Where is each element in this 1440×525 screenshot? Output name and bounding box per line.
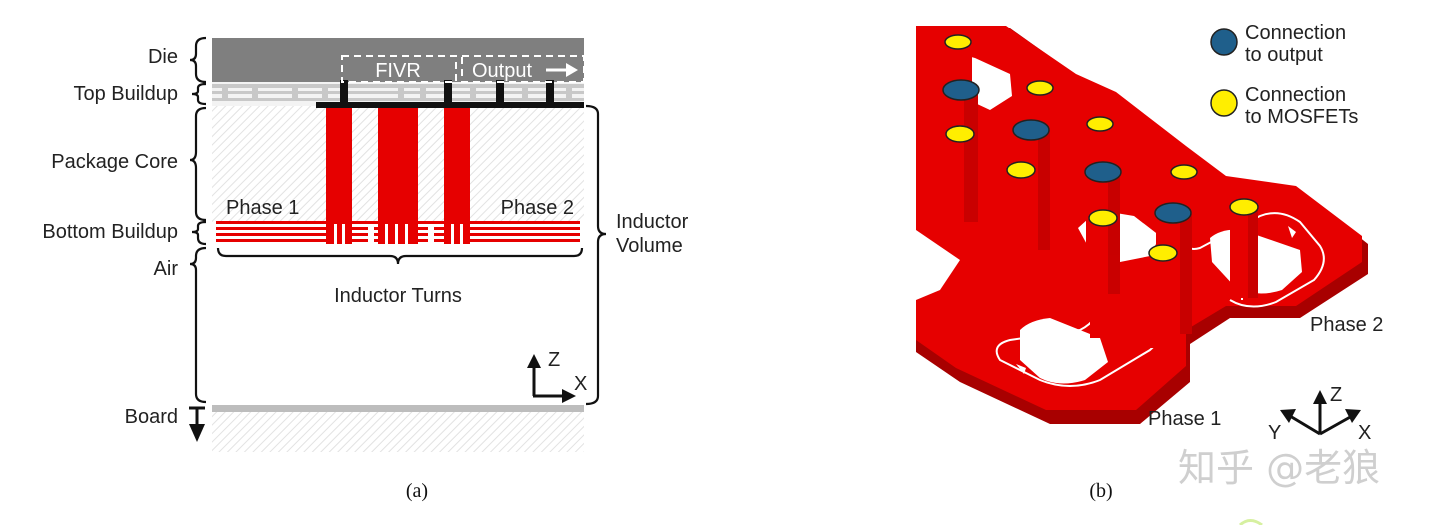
- output-connection: [1012, 119, 1050, 141]
- top-buildup-traces: [212, 84, 584, 101]
- phase2-label-b: Phase 2: [1310, 314, 1383, 336]
- mosfet-connection: [1006, 161, 1036, 179]
- phase1-label-b: Phase 1: [1148, 408, 1221, 430]
- axes-icon-b: [1280, 390, 1361, 436]
- axis-x-label-a: X: [574, 373, 587, 395]
- axis-z-label-a: Z: [548, 349, 560, 371]
- mosfet-connection: [944, 34, 972, 50]
- axis-y-label-b: Y: [1268, 422, 1281, 444]
- caption-b: (b): [1089, 480, 1112, 502]
- mosfet-connection: [1026, 80, 1054, 96]
- inductor-volume-brace: [585, 104, 607, 406]
- panel-b-3d-view: Connection to output Connection to MOSFE…: [916, 22, 1383, 502]
- package-core-label: Package Core: [51, 151, 178, 173]
- legend-output-line2: to output: [1245, 44, 1323, 66]
- top-buildup-label: Top Buildup: [73, 83, 178, 105]
- inductor-volume-label-line2: Volume: [616, 235, 683, 257]
- mosfet-connection: [1229, 198, 1259, 216]
- watermark-arc: [1238, 519, 1263, 525]
- die-label: Die: [148, 46, 178, 68]
- die-layer: [212, 38, 584, 82]
- inductor-turns-label: Inductor Turns: [334, 285, 462, 307]
- legend-output-swatch: [1210, 28, 1238, 56]
- board-layer: [212, 412, 584, 452]
- caption-a: (a): [406, 480, 428, 502]
- inductor-turns-brace: [216, 247, 584, 265]
- turn-gaps: [334, 224, 463, 244]
- axis-z-label-b: Z: [1330, 384, 1342, 406]
- bottom-buildup-label: Bottom Buildup: [42, 221, 178, 243]
- top-vias: [316, 80, 584, 108]
- output-connection: [942, 79, 980, 101]
- legend: Connection to output Connection to MOSFE…: [1210, 22, 1358, 128]
- output-arrow-icon: [546, 63, 578, 77]
- output-label: Output: [472, 60, 532, 82]
- board-arrow-icon: [189, 406, 205, 442]
- panel-a-cross-section: FIVR Output Die Top Buildup Package Core…: [42, 36, 689, 502]
- legend-mosfet-swatch: [1210, 89, 1238, 117]
- axes-icon-a: [527, 354, 576, 403]
- mosfet-connection: [945, 125, 975, 143]
- legend-output-line1: Connection: [1245, 22, 1346, 44]
- axis-x-label-b: X: [1358, 422, 1371, 444]
- layer-braces: [189, 36, 207, 404]
- pillars: [942, 34, 1259, 348]
- output-box: [461, 55, 585, 83]
- output-connection: [1084, 161, 1122, 183]
- air-label: Air: [154, 258, 179, 280]
- board-line: [212, 405, 584, 412]
- fivr-label: FIVR: [375, 60, 421, 82]
- output-connection: [1154, 202, 1192, 224]
- fivr-box: [341, 55, 457, 83]
- inductor-volume-label-line1: Inductor: [616, 211, 689, 233]
- mosfet-connection: [1148, 244, 1178, 262]
- watermark-text: 知乎 @老狼: [1178, 446, 1380, 490]
- board-label: Board: [125, 406, 178, 428]
- phase1-label-a: Phase 1: [226, 197, 299, 219]
- mosfet-connection: [1170, 164, 1198, 180]
- legend-mosfet-line1: Connection: [1245, 84, 1346, 106]
- legend-mosfet-line2: to MOSFETs: [1245, 106, 1358, 128]
- mosfet-connection: [1088, 209, 1118, 227]
- phase2-label-a: Phase 2: [501, 197, 574, 219]
- air-layer: [212, 248, 584, 405]
- mosfet-connection: [1086, 116, 1114, 132]
